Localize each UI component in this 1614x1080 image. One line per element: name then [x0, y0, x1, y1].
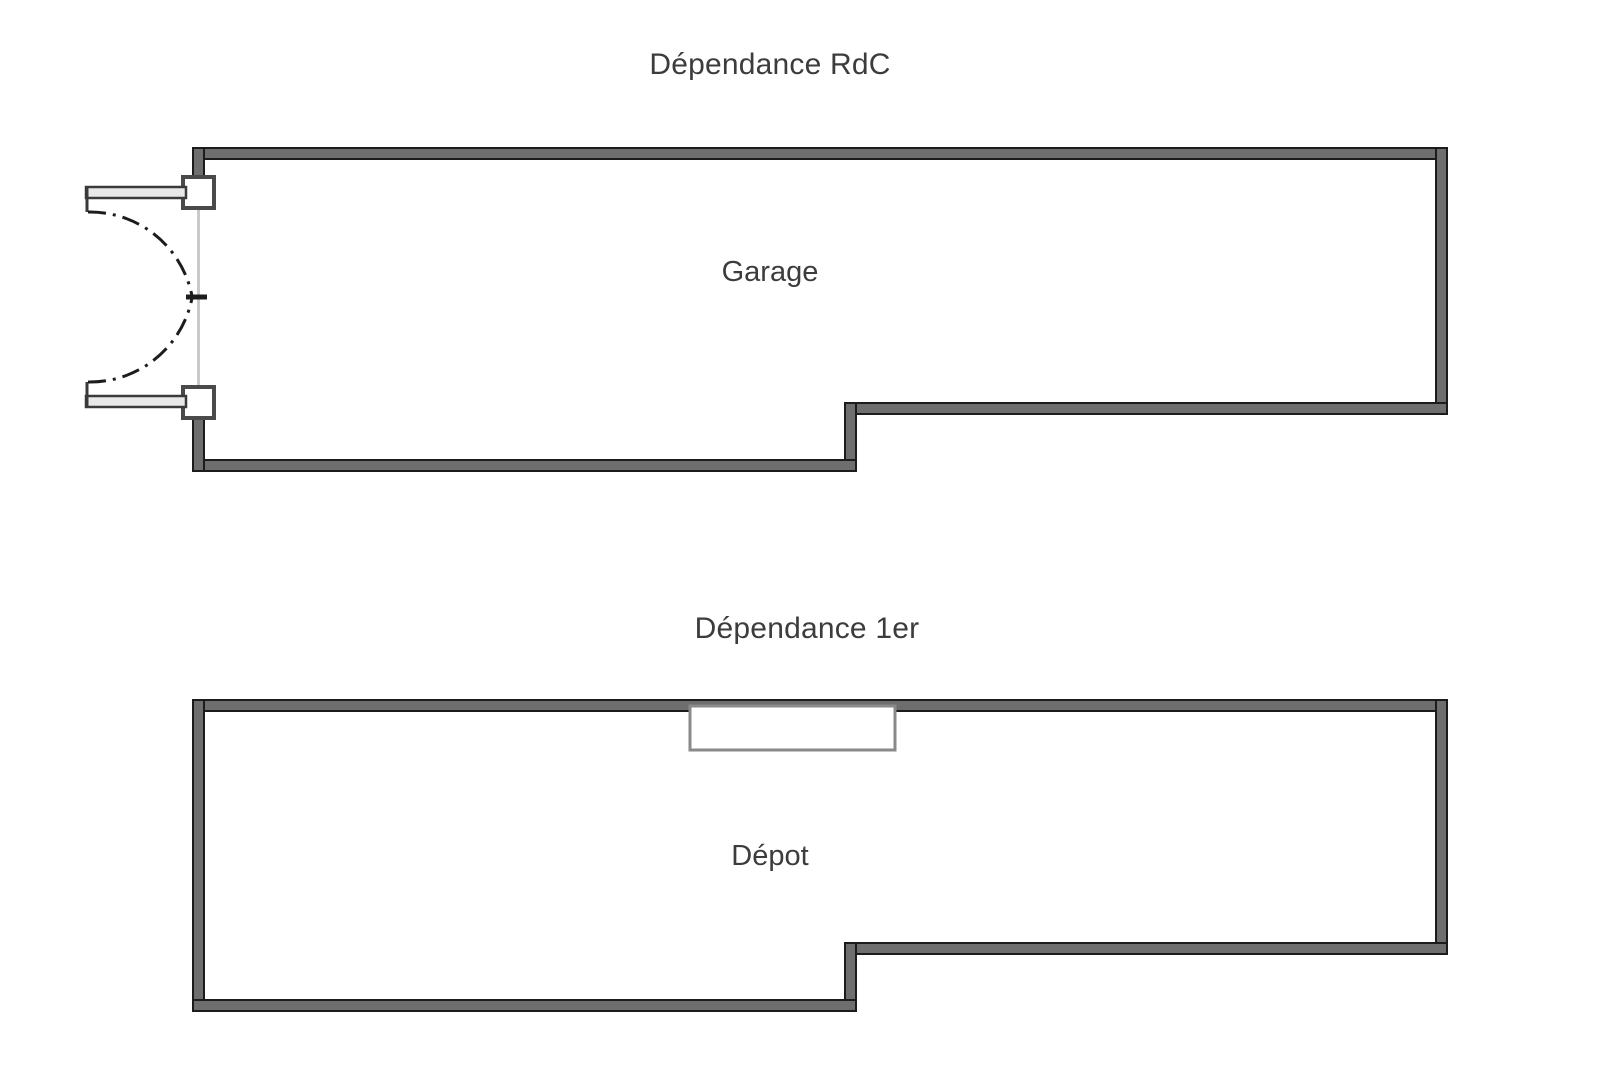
- rdc-door-hinge-post-upper[interactable]: [181, 175, 216, 210]
- rdc-door-swing-arc-lower: [87, 297, 194, 384]
- rdc-wall-left-lower-stub: [192, 413, 205, 472]
- etage1-wall-left: [192, 699, 205, 1012]
- room-label-garage: Garage: [721, 256, 819, 288]
- etage1-floor-opening[interactable]: [688, 704, 897, 752]
- rdc-wall-bottom-right: [844, 402, 1448, 415]
- etage1-wall-bottom-right: [844, 942, 1448, 955]
- room-label-depot: Dépot: [731, 840, 809, 872]
- rdc-door-swing-arc-upper: [87, 210, 194, 297]
- plan-rdc-group: [84, 147, 1448, 472]
- rdc-door-leaf-upper[interactable]: [84, 185, 188, 200]
- plan-etage1-group: [192, 699, 1448, 1012]
- rdc-wall-top: [192, 147, 1448, 160]
- rdc-wall-bottom-left: [192, 459, 857, 472]
- plan-title-rdc: Dépendance RdC: [649, 48, 891, 81]
- rdc-door-leaf-lower[interactable]: [84, 394, 188, 409]
- rdc-door-hinge-post-lower[interactable]: [181, 385, 216, 420]
- etage1-wall-right: [1435, 699, 1448, 955]
- rdc-wall-right: [1435, 147, 1448, 415]
- plan-title-1er: Dépendance 1er: [694, 612, 920, 645]
- etage1-wall-bottom-left: [192, 999, 857, 1012]
